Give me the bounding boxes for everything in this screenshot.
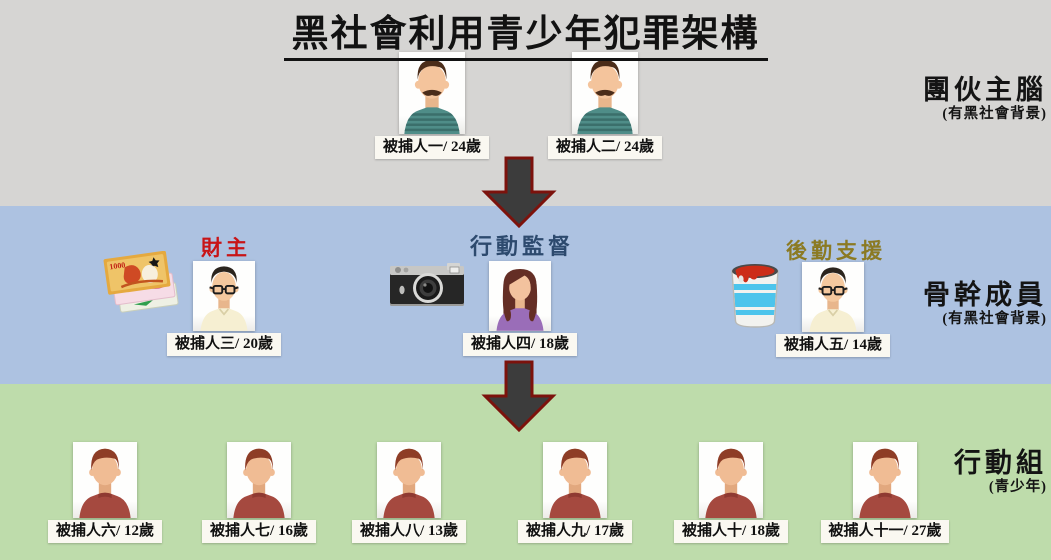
suspect-10-photo <box>699 442 763 518</box>
tier-label-operations: 行動組 (青少年) <box>954 448 1047 496</box>
tier-label-leaders: 團伙主腦 (有黑社會背景) <box>923 75 1047 123</box>
suspect-9-photo <box>543 442 607 518</box>
suspect-8: 被捕人八/ 13歲 <box>352 442 466 543</box>
youth-avatar-icon <box>227 442 291 518</box>
suspect-1-label: 被捕人一/ 24歲 <box>375 136 489 159</box>
role-title-supervisor: 行動監督 <box>469 234 575 259</box>
suspect-11: 被捕人十一/ 27歲 <box>820 442 950 543</box>
tier-label-operations-main: 行動組 <box>954 448 1047 478</box>
tier-label-operations-sub: (青少年) <box>988 478 1047 495</box>
youth-avatar-icon <box>377 442 441 518</box>
suspect-6-label: 被捕人六/ 12歲 <box>48 520 162 543</box>
suspect-6: 被捕人六/ 12歲 <box>48 442 162 543</box>
tier-label-core: 骨幹成員 (有黑社會背景) <box>923 280 1047 328</box>
tier-label-core-sub: (有黑社會背景) <box>942 310 1047 327</box>
suspect-9: 被捕人九/ 17歲 <box>518 442 632 543</box>
chart-title: 黑社會利用青少年犯罪架構 <box>283 3 768 61</box>
youth-avatar-icon <box>699 442 763 518</box>
arrow-down-icon <box>481 156 557 233</box>
youth-avatar-icon <box>543 442 607 518</box>
banknotes-icon <box>103 251 183 320</box>
suspect-5-photo <box>802 262 864 332</box>
man-glasses-avatar-icon <box>802 262 864 332</box>
suspect-1-photo <box>399 52 465 134</box>
role-title-financier: 財主 <box>201 236 251 260</box>
tier-label-leaders-main: 團伙主腦 <box>923 75 1047 105</box>
woman-avatar-icon <box>489 261 551 331</box>
suspect-10: 被捕人十/ 18歲 <box>674 442 788 543</box>
suspect-7-label: 被捕人七/ 16歲 <box>202 520 316 543</box>
suspect-3: 被捕人三/ 20歲 <box>167 261 281 356</box>
tier-label-core-main: 骨幹成員 <box>923 280 1047 310</box>
suspect-7: 被捕人七/ 16歲 <box>202 442 316 543</box>
paint-bucket-icon <box>727 259 783 334</box>
suspect-1: 被捕人一/ 24歲 <box>375 52 489 159</box>
suspect-9-label: 被捕人九/ 17歲 <box>518 520 632 543</box>
suspect-2-label: 被捕人二/ 24歲 <box>548 136 662 159</box>
suspect-5-label: 被捕人五/ 14歲 <box>776 334 890 357</box>
man-mustache-avatar-icon <box>572 52 638 134</box>
suspect-6-photo <box>73 442 137 518</box>
suspect-5: 被捕人五/ 14歲 <box>776 262 890 357</box>
arrow-down-icon <box>481 360 557 437</box>
suspect-4-photo <box>489 261 551 331</box>
suspect-8-label: 被捕人八/ 13歲 <box>352 520 466 543</box>
suspect-11-label: 被捕人十一/ 27歲 <box>820 520 950 543</box>
suspect-4-label: 被捕人四/ 18歲 <box>463 333 577 356</box>
man-mustache-avatar-icon <box>399 52 465 134</box>
tier-label-leaders-sub: (有黑社會背景) <box>942 105 1047 122</box>
suspect-4: 被捕人四/ 18歲 <box>463 261 577 356</box>
suspect-3-label: 被捕人三/ 20歲 <box>167 333 281 356</box>
suspect-2-photo <box>572 52 638 134</box>
chart-title-wrap: 黑社會利用青少年犯罪架構 <box>0 3 1051 61</box>
suspect-2: 被捕人二/ 24歲 <box>548 52 662 159</box>
youth-avatar-icon <box>73 442 137 518</box>
suspect-11-photo <box>853 442 917 518</box>
suspect-3-photo <box>193 261 255 331</box>
camera-icon <box>389 262 465 313</box>
suspect-7-photo <box>227 442 291 518</box>
man-glasses-avatar-icon <box>193 261 255 331</box>
suspect-8-photo <box>377 442 441 518</box>
role-title-logistics: 後勤支援 <box>786 239 886 263</box>
youth-avatar-icon <box>853 442 917 518</box>
suspect-10-label: 被捕人十/ 18歲 <box>674 520 788 543</box>
